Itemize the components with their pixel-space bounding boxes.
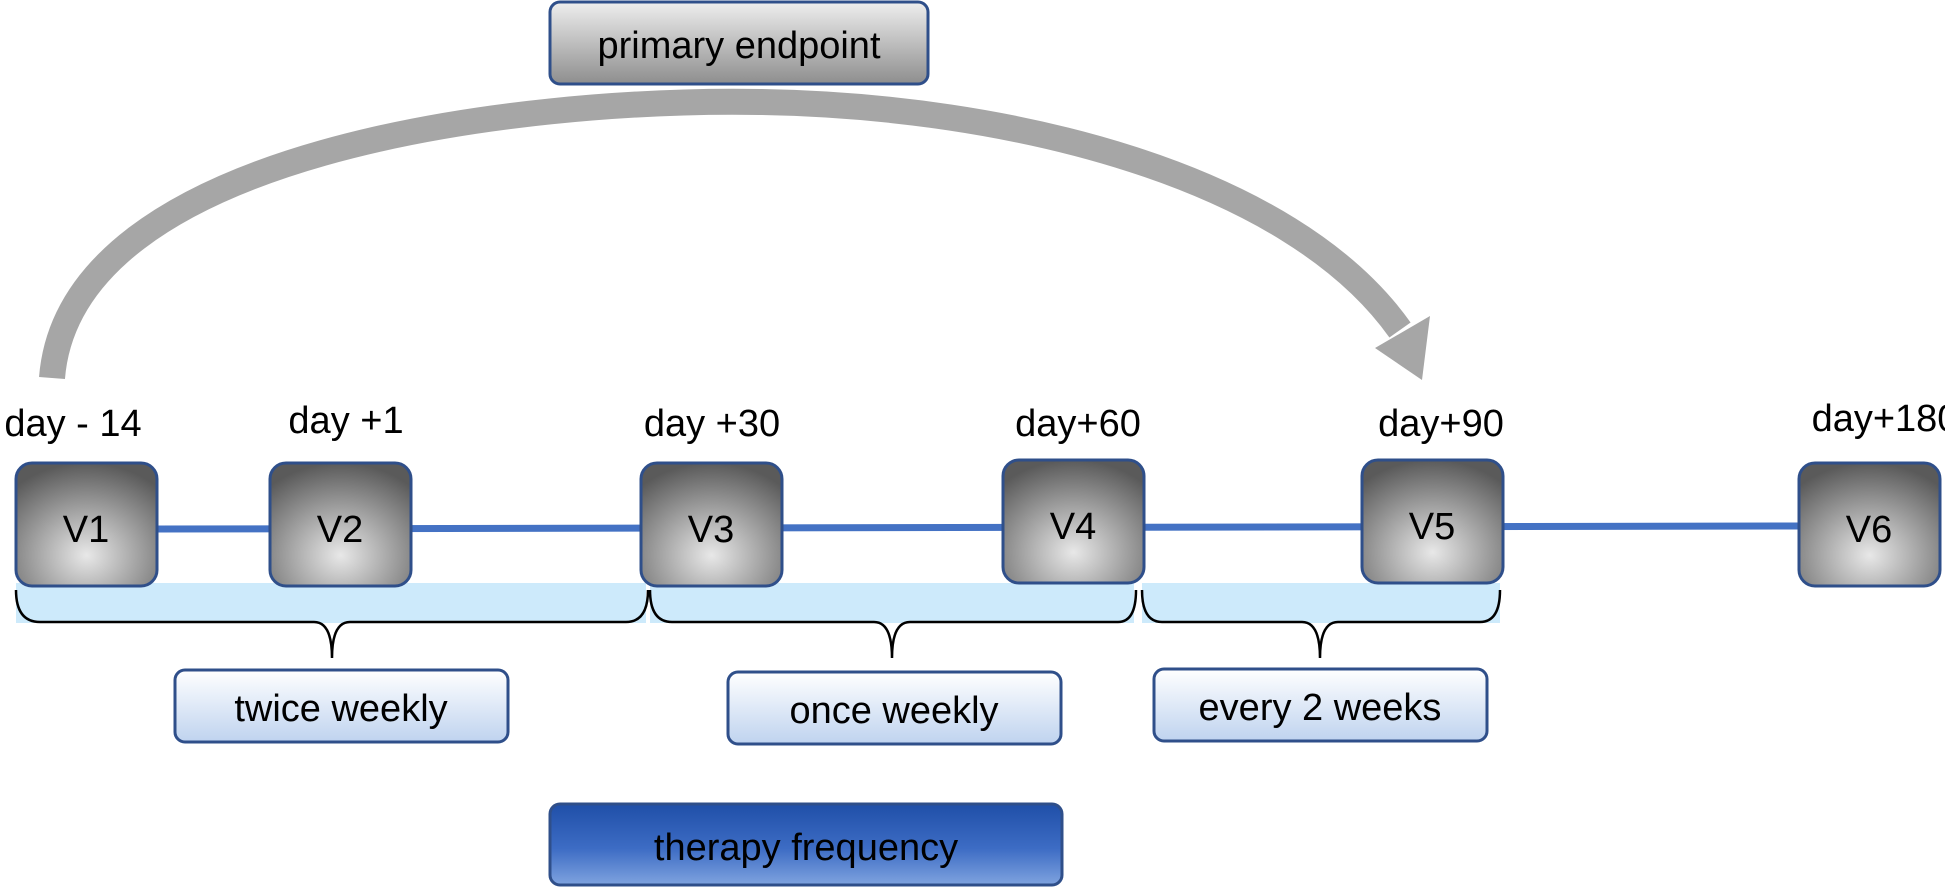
visit-id-label: V4 [1050, 506, 1096, 548]
visit-day-label: day+60 [1015, 403, 1141, 445]
frequency-label: every 2 weeks [1199, 687, 1442, 729]
brace-once-weekly [648, 589, 1138, 659]
frequency-every-2-weeks: every 2 weeks [1152, 667, 1489, 743]
frequency-label: twice weekly [234, 688, 447, 730]
visit-id-label: V3 [688, 509, 734, 551]
frequency-once-weekly: once weekly [726, 670, 1063, 746]
brace-twice-weekly [14, 589, 650, 659]
visit-v3: day +30 V3 [639, 403, 784, 588]
frequency-bands [16, 583, 1500, 623]
visit-id-label: V5 [1409, 506, 1455, 548]
visit-day-label: day +30 [644, 403, 780, 445]
brace-every-2-weeks [1140, 589, 1502, 659]
frequency-twice-weekly: twice weekly [173, 668, 510, 744]
therapy-frequency-label: therapy frequency [654, 827, 958, 869]
primary-endpoint-box: primary endpoint [548, 0, 930, 86]
visit-id-label: V6 [1846, 509, 1892, 551]
visit-id-label: V2 [317, 509, 363, 551]
visit-v1: day - 14 V1 [4, 403, 159, 588]
visit-day-label: day+180 [1812, 398, 1945, 440]
visit-id-label: V1 [63, 509, 109, 551]
primary-endpoint-label: primary endpoint [597, 25, 880, 67]
visit-v4: day+60 V4 [1001, 403, 1146, 585]
visit-day-label: day+90 [1378, 403, 1504, 445]
visit-day-label: day - 14 [4, 403, 141, 445]
visit-v2: day +1 V2 [268, 400, 413, 588]
visit-v6: day+180 V6 [1797, 398, 1945, 588]
therapy-frequency-box: therapy frequency [548, 802, 1064, 887]
frequency-label: once weekly [789, 690, 998, 732]
visit-v5: day+90 V5 [1360, 403, 1505, 585]
primary-endpoint-arrow [39, 88, 1430, 380]
visit-day-label: day +1 [288, 400, 403, 442]
